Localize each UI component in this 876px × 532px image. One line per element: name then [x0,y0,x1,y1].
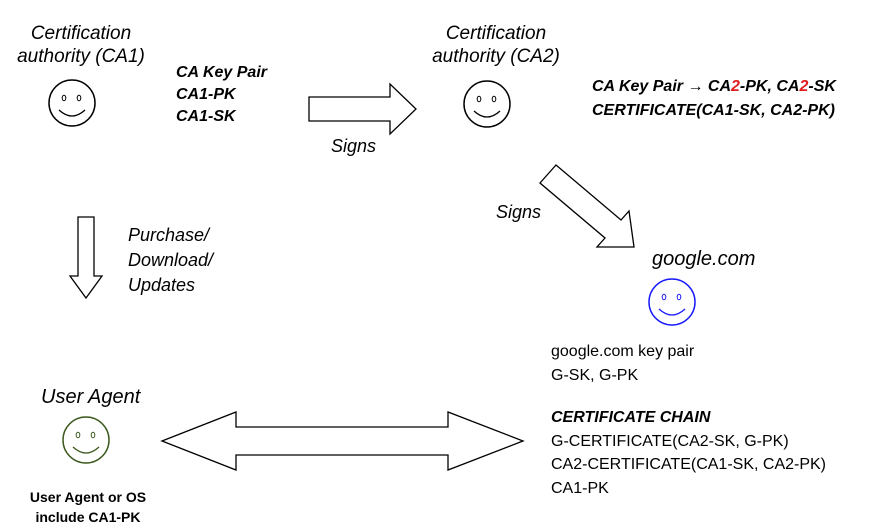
ca1-smiley-icon [48,79,96,127]
certificate-chain-heading: CERTIFICATE CHAIN [551,409,711,426]
ca2-key-pair-prefix: CA Key Pair → CA [592,78,731,95]
certificate-chain-item: G-CERTIFICATE(CA2-SK, G-PK) [551,432,789,450]
ca1-title: Certification authority (CA1) [3,22,159,68]
signs-label-ca1-ca2: Signs [331,136,377,156]
ca2-key-pair-suffix: -SK [808,78,836,95]
certificate-chain-item: CA2-CERTIFICATE(CA1-SK, CA2-PK) [551,456,827,473]
ca2-key-digit-sk: 2 [799,78,809,95]
ca2-key-pair-mid: -PK, CA [739,78,800,95]
purchase-down-arrow [68,216,104,300]
ca2-certificate: CERTIFICATE(CA1-SK, CA2-PK) [592,102,835,119]
certificate-chain-item: CA1-PK [551,479,609,497]
google-smiley-icon [648,278,696,326]
ca2-smiley-icon [463,80,511,128]
ca1-public-key: CA1-PK [176,86,236,103]
ca1-title-line2: authority (CA1) [17,46,145,67]
ca1-key-pair: CA Key Pair CA1-PK CA1-SK [176,62,267,128]
purchase-label: Purchase/ Download/ Updates [128,223,213,298]
ca1-title-line1: Certification [30,23,132,44]
purchase-label-line2: Download/ [128,250,214,270]
google-key-pair-heading: google.com key pair [551,343,695,360]
certificate-chain: CERTIFICATE CHAIN G-CERTIFICATE(CA2-SK, … [551,406,826,500]
user-agent-note: User Agent or OS include CA1-PK [4,487,172,527]
ca2-title: Certification authority (CA2) [416,22,576,68]
user-agent-note-line2: include CA1-PK [35,509,141,525]
signs-diagonal-arrow [539,164,635,248]
purchase-label-line1: Purchase/ [128,225,210,245]
user-agent-title: User Agent [41,386,141,408]
ca1-secret-key: CA1-SK [176,108,236,125]
google-key-pair-values: G-SK, G-PK [551,366,639,384]
ca2-title-line1: Certification [445,23,547,44]
purchase-label-line3: Updates [128,275,196,295]
signs-label-ca2-google: Signs [496,202,542,222]
ca1-key-pair-heading: CA Key Pair [176,64,267,81]
exchange-double-arrow [160,411,525,471]
user-agent-note-line1: User Agent or OS [29,489,147,505]
google-title: google.com [652,248,756,270]
signs-right-arrow [308,82,417,136]
google-key-pair: google.com key pair G-SK, G-PK [551,340,694,387]
ca2-key-digit-pk: 2 [731,78,740,95]
ca2-title-line2: authority (CA2) [432,46,560,67]
ca2-key-pair: CA Key Pair → CA2-PK, CA2-SK [592,76,836,98]
user-agent-smiley-icon [62,416,110,464]
